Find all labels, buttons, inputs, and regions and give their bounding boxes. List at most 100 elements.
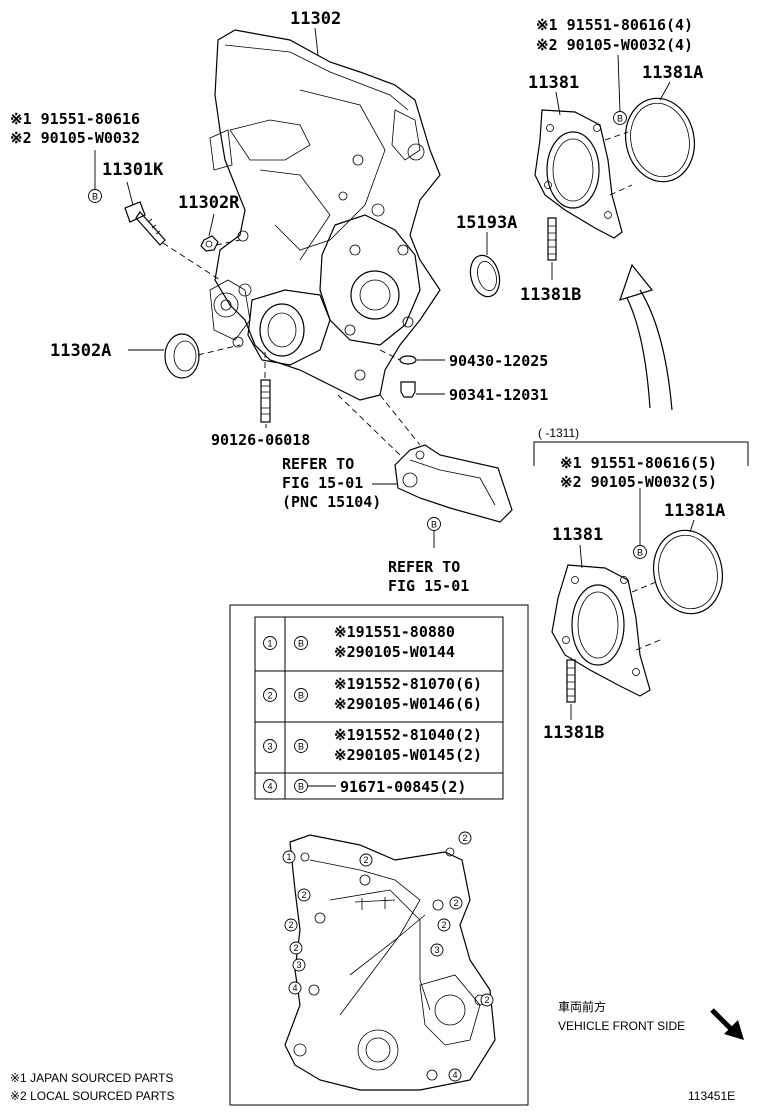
bolt-ref-bot-right-1[interactable]: ※1 91551-80616(5) bbox=[560, 454, 717, 472]
label-11381a-bot[interactable]: 11381A bbox=[664, 501, 725, 521]
label-11381a-top[interactable]: 11381A bbox=[642, 63, 703, 83]
location-marker: 2 bbox=[359, 853, 373, 867]
location-marker: 2 bbox=[284, 918, 298, 932]
b-marker-strainer: B bbox=[427, 517, 441, 531]
bolt-ref-top-right-1[interactable]: ※1 91551-80616(4) bbox=[536, 16, 693, 34]
svg-text:2: 2 bbox=[293, 943, 298, 953]
refer-1-line-3[interactable]: (PNC 15104) bbox=[282, 493, 381, 511]
label-90341[interactable]: 90341-12031 bbox=[449, 386, 548, 404]
table-cell: 91671-00845(2) bbox=[340, 778, 466, 796]
label-11301k[interactable]: 11301K bbox=[102, 160, 164, 180]
retainer-11381-top-shape[interactable] bbox=[534, 109, 623, 239]
table-cell: ※290105-W0144 bbox=[334, 643, 455, 661]
svg-text:4: 4 bbox=[452, 1070, 457, 1080]
location-markers: 1 2 2 2 2 2 2 2 3 3 4 2 4 bbox=[282, 831, 494, 1082]
table-cell: ※191552-81040(2) bbox=[334, 726, 482, 744]
label-90430[interactable]: 90430-12025 bbox=[449, 352, 548, 370]
plug-90341-shape[interactable] bbox=[400, 381, 416, 398]
bolt-table: 1 B ※191551-80880 ※290105-W0144 2 B ※191… bbox=[254, 616, 504, 800]
timing-cover-assembly[interactable] bbox=[209, 29, 441, 401]
label-11381b-bot[interactable]: 11381B bbox=[543, 723, 604, 743]
label-15193a[interactable]: 15193A bbox=[456, 213, 517, 233]
b-marker-top-right: B bbox=[613, 111, 627, 125]
svg-text:B: B bbox=[298, 742, 304, 752]
detail-box bbox=[229, 604, 529, 1106]
svg-text:1: 1 bbox=[286, 852, 291, 862]
location-marker: 3 bbox=[292, 958, 306, 972]
svg-text:4: 4 bbox=[292, 983, 297, 993]
bolt-ref-top-right-2[interactable]: ※2 90105-W0032(4) bbox=[536, 36, 693, 54]
svg-text:2: 2 bbox=[484, 995, 489, 1005]
svg-text:B: B bbox=[298, 782, 304, 792]
seal-11381a-bot-shape[interactable] bbox=[646, 524, 730, 620]
table-cell: ※290105-W0145(2) bbox=[334, 746, 482, 764]
svg-text:3: 3 bbox=[434, 945, 439, 955]
label-11302r[interactable]: 11302R bbox=[178, 193, 240, 213]
stud-11381b-top-shape[interactable] bbox=[547, 217, 557, 261]
seal-11381a-top-shape[interactable] bbox=[618, 92, 702, 188]
label-11302a[interactable]: 11302A bbox=[50, 341, 111, 361]
svg-text:3: 3 bbox=[296, 960, 301, 970]
table-row[interactable]: 1 B ※191551-80880 ※290105-W0144 bbox=[263, 623, 455, 661]
table-row[interactable]: 2 B ※191552-81070(6) ※290105-W0146(6) bbox=[263, 675, 483, 713]
svg-text:B: B bbox=[92, 192, 98, 202]
range-bracket bbox=[533, 441, 749, 466]
b-marker-bot-right: B bbox=[633, 545, 647, 559]
location-marker: 2 bbox=[449, 896, 463, 910]
table-cell: ※191551-80880 bbox=[334, 623, 455, 641]
label-11381-bot[interactable]: 11381 bbox=[552, 525, 603, 545]
location-marker: 2 bbox=[297, 888, 311, 902]
refer-2-line-1[interactable]: REFER TO bbox=[388, 558, 460, 576]
svg-text:B: B bbox=[637, 548, 643, 558]
location-marker: 4 bbox=[288, 981, 302, 995]
bolt-ref-bot-right-2[interactable]: ※2 90105-W0032(5) bbox=[560, 473, 717, 491]
table-row[interactable]: 3 B ※191552-81040(2) ※290105-W0145(2) bbox=[263, 726, 483, 764]
label-11381-top[interactable]: 11381 bbox=[528, 73, 579, 93]
gasket-15193a-shape[interactable] bbox=[466, 252, 504, 300]
stud-90126-shape[interactable] bbox=[260, 379, 271, 423]
vehicle-front-en: VEHICLE FRONT SIDE bbox=[558, 1019, 685, 1033]
refer-2-line-2[interactable]: FIG 15-01 bbox=[388, 577, 469, 595]
curved-arrow bbox=[619, 263, 673, 411]
svg-text:1: 1 bbox=[267, 639, 272, 649]
label-90126[interactable]: 90126-06018 bbox=[211, 431, 310, 449]
location-marker: 1 bbox=[282, 850, 296, 864]
cover-bolt-location-sketch[interactable] bbox=[284, 834, 496, 1091]
svg-text:B: B bbox=[298, 639, 304, 649]
svg-text:4: 4 bbox=[267, 782, 272, 792]
svg-text:2: 2 bbox=[267, 691, 272, 701]
stud-11381b-bot-shape[interactable] bbox=[566, 659, 576, 703]
vehicle-front-jp: 車両前方 bbox=[558, 999, 606, 1014]
refer-1-line-1[interactable]: REFER TO bbox=[282, 455, 354, 473]
bolt-ref-left-2[interactable]: ※2 90105-W0032 bbox=[10, 129, 140, 147]
gasket-90430-shape[interactable] bbox=[399, 355, 417, 365]
label-11381b-top[interactable]: 11381B bbox=[520, 285, 581, 305]
footnote-local: ※2 LOCAL SOURCED PARTS bbox=[10, 1089, 175, 1103]
location-marker: 4 bbox=[448, 1068, 462, 1082]
svg-text:2: 2 bbox=[462, 833, 467, 843]
location-marker: 2 bbox=[480, 993, 494, 1007]
location-marker: 2 bbox=[437, 918, 451, 932]
svg-text:B: B bbox=[298, 691, 304, 701]
bolt-11301k-shape[interactable] bbox=[124, 201, 166, 246]
vehicle-front-arrow-icon bbox=[710, 1008, 744, 1040]
refer-1-line-2[interactable]: FIG 15-01 bbox=[282, 474, 363, 492]
bracket-label: ( -1311) bbox=[538, 426, 579, 440]
svg-text:B: B bbox=[431, 520, 437, 530]
oil-seal-11302a-shape[interactable] bbox=[164, 333, 200, 379]
table-row[interactable]: 4 B 91671-00845(2) bbox=[263, 778, 467, 796]
leader-lines bbox=[94, 27, 695, 720]
footnote-japan: ※1 JAPAN SOURCED PARTS bbox=[10, 1071, 173, 1085]
svg-text:2: 2 bbox=[288, 920, 293, 930]
retainer-11381-bot-shape[interactable] bbox=[551, 564, 651, 697]
bolt-ref-left-1[interactable]: ※1 91551-80616 bbox=[10, 110, 140, 128]
svg-text:2: 2 bbox=[363, 855, 368, 865]
location-marker: 2 bbox=[289, 941, 303, 955]
svg-text:3: 3 bbox=[267, 742, 272, 752]
diagram-id: 113451E bbox=[688, 1089, 735, 1103]
label-11302[interactable]: 11302 bbox=[290, 9, 341, 29]
nut-11302r-shape[interactable] bbox=[200, 235, 219, 252]
location-marker: 3 bbox=[430, 943, 444, 957]
oil-strainer-shape[interactable] bbox=[394, 444, 513, 523]
